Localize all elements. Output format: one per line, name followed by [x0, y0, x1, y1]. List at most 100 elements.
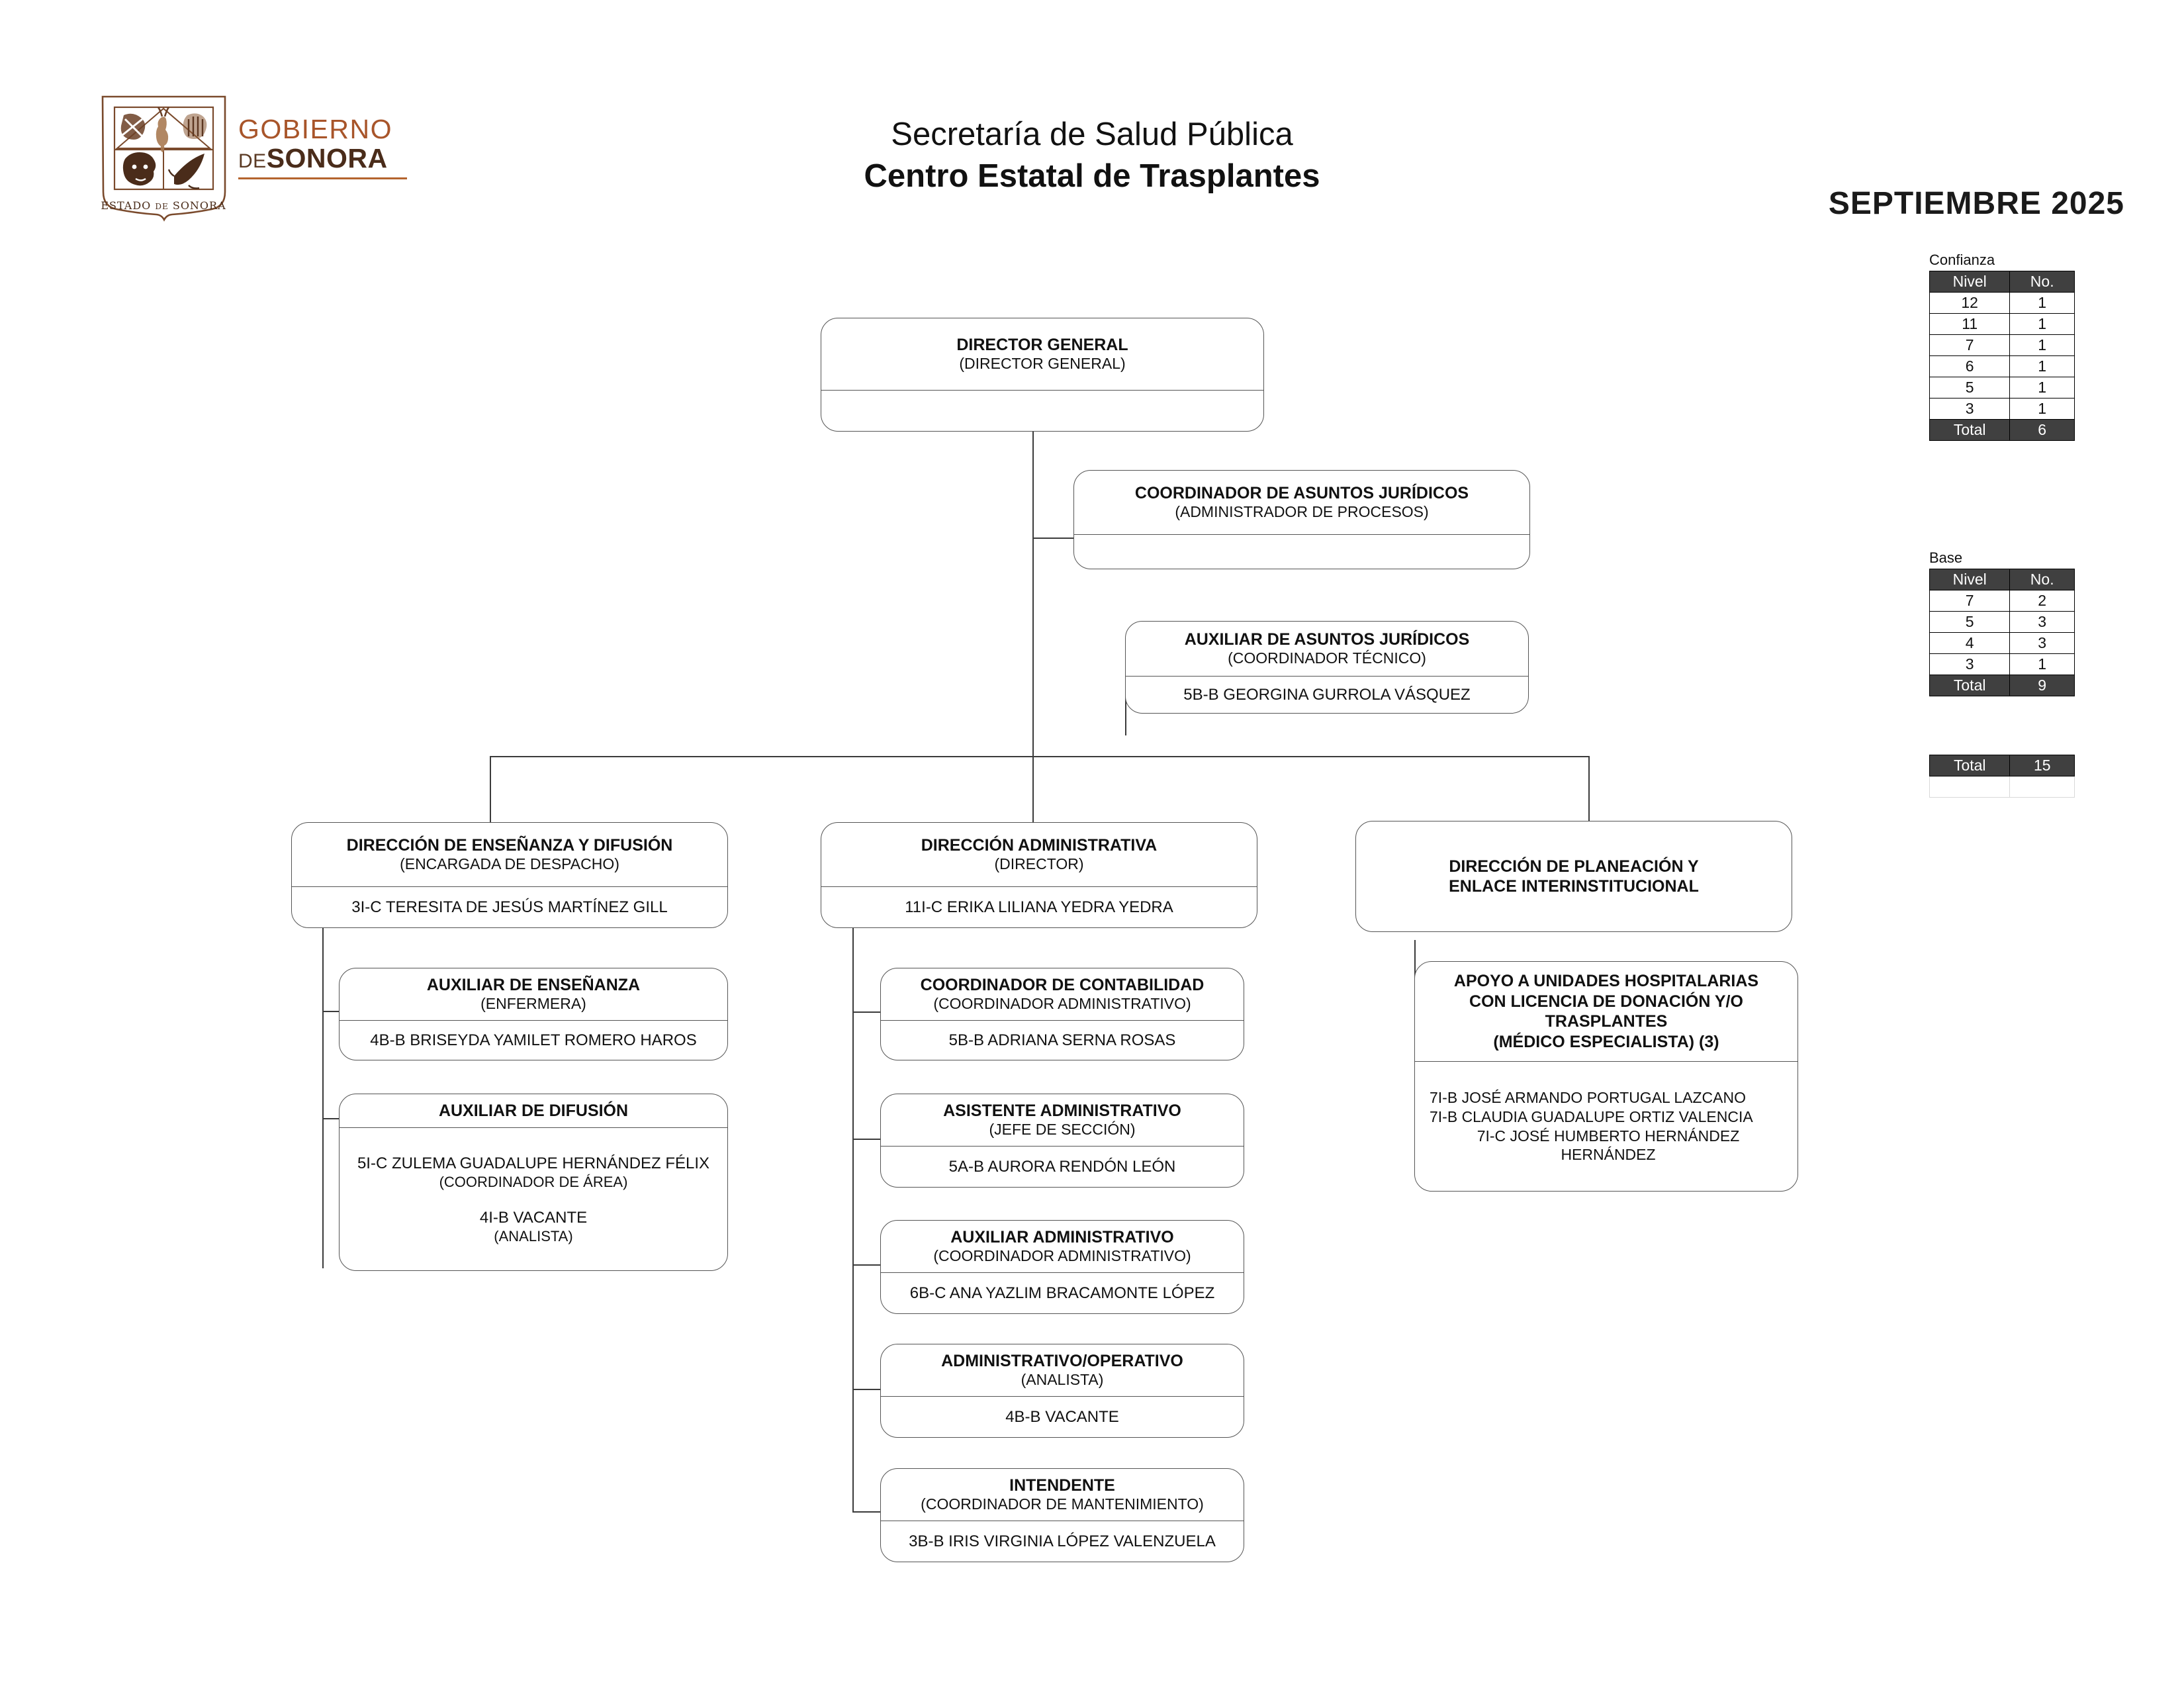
node-subtitle: (ENFERMERA) [480, 995, 586, 1013]
node-name-block [1074, 534, 1529, 569]
node-title-line1: APOYO A UNIDADES HOSPITALARIAS [1453, 972, 1759, 990]
node-direccion-ensenanza-difusion[interactable]: DIRECCIÓN DE ENSEÑANZA Y DIFUSIÓN (ENCAR… [291, 822, 728, 928]
column-header-nivel: Nivel [1929, 569, 2011, 590]
node-title: AUXILIAR DE DIFUSIÓN [438, 1102, 629, 1120]
node-director-general[interactable]: DIRECTOR GENERAL (DIRECTOR GENERAL) [821, 318, 1264, 432]
logo-de-text: DE [238, 150, 267, 172]
cell-total-label: Total [1929, 419, 2011, 441]
node-auxiliar-ensenanza[interactable]: AUXILIAR DE ENSEÑANZA (ENFERMERA) 4B-B B… [339, 968, 728, 1060]
cell-total-label: Total [1929, 755, 2011, 776]
node-title-line2: ENLACE INTERINSTITUCIONAL [1449, 877, 1699, 896]
node-title-block: AUXILIAR ADMINISTRATIVO (COORDINADOR ADM… [881, 1221, 1244, 1272]
node-title-block: DIRECTOR GENERAL (DIRECTOR GENERAL) [821, 318, 1263, 390]
table-total-row: Total 15 [1929, 755, 2075, 776]
connector-drop-ensenanza [490, 756, 491, 829]
connector-dg-to-juridicos [1032, 538, 1099, 539]
node-title: DIRECCIÓN DE ENSEÑANZA Y DIFUSIÓN [346, 836, 673, 855]
node-subtitle: (COORDINADOR ADMINISTRATIVO) [933, 1247, 1191, 1265]
node-intendente[interactable]: INTENDENTE (COORDINADOR DE MANTENIMIENTO… [880, 1468, 1244, 1562]
column-header-nivel: Nivel [1929, 271, 2011, 293]
node-title: INTENDENTE [1009, 1476, 1115, 1495]
node-subtitle: (DIRECTOR) [994, 855, 1084, 873]
node-auxiliar-difusion[interactable]: AUXILIAR DE DIFUSIÓN 5I-C ZULEMA GUADALU… [339, 1094, 728, 1271]
cell-nivel: 3 [1929, 398, 2011, 420]
connector-dg-stem [1032, 432, 1034, 757]
connector-drop-administrativa [1032, 756, 1034, 829]
node-subtitle: (COORDINADOR ADMINISTRATIVO) [933, 995, 1191, 1013]
cell-nivel: 5 [1929, 377, 2011, 399]
cell-no: 1 [2009, 398, 2075, 420]
node-asistente-administrativo[interactable]: ASISTENTE ADMINISTRATIVO (JEFE DE SECCIÓ… [880, 1094, 1244, 1188]
node-name-block: 5A-B AURORA RENDÓN LEÓN [881, 1146, 1244, 1187]
node-subtitle: (ADMINISTRADOR DE PROCESOS) [1175, 503, 1429, 521]
node-name: 5B-B GEORGINA GURROLA VÁSQUEZ [1183, 685, 1471, 704]
connector-ensenanza-stem [322, 924, 324, 1268]
node-title-block: COORDINADOR DE CONTABILIDAD (COORDINADOR… [881, 968, 1244, 1020]
cell-nivel: 4 [1929, 632, 2011, 654]
node-auxiliar-administrativo[interactable]: AUXILIAR ADMINISTRATIVO (COORDINADOR ADM… [880, 1220, 1244, 1314]
cell-nivel: 7 [1929, 590, 2011, 612]
node-direccion-administrativa[interactable]: DIRECCIÓN ADMINISTRATIVA (DIRECTOR) 11I-… [821, 822, 1257, 928]
node-name-block: 11I-C ERIKA LILIANA YEDRA YEDRA [821, 886, 1257, 927]
cell-nivel: 7 [1929, 334, 2011, 356]
connector-drop-planeacion [1588, 756, 1590, 829]
node-subtitle: (DIRECTOR GENERAL) [959, 355, 1126, 373]
sonora-crest-icon: ESTADO DE SONORA [101, 95, 226, 222]
node-name: 4B-B VACANTE [1005, 1407, 1119, 1426]
node-coordinador-contabilidad[interactable]: COORDINADOR DE CONTABILIDAD (COORDINADOR… [880, 968, 1244, 1060]
node-name-1-subtitle: (COORDINADOR DE ÁREA) [439, 1173, 628, 1190]
node-subtitle: (ENCARGADA DE DESPACHO) [400, 855, 619, 873]
logo-sonora-text: SONORA [266, 143, 388, 173]
cell-no: 3 [2009, 632, 2075, 654]
node-subtitle: (COORDINADOR TÉCNICO) [1228, 649, 1426, 667]
node-title: ADMINISTRATIVO/OPERATIVO [941, 1352, 1183, 1371]
node-name-block: 3I-C TERESITA DE JESÚS MARTÍNEZ GILL [292, 886, 727, 927]
column-header-no: No. [2009, 569, 2075, 590]
node-name-block: 3B-B IRIS VIRGINIA LÓPEZ VALENZUELA [881, 1521, 1244, 1562]
cell-no: 1 [2009, 313, 2075, 335]
node-title-block: AUXILIAR DE ENSEÑANZA (ENFERMERA) [340, 968, 727, 1020]
node-name-block: 5I-C ZULEMA GUADALUPE HERNÁNDEZ FÉLIX (C… [340, 1127, 727, 1270]
connector-directions-bus [490, 756, 1588, 757]
logo-divider [238, 177, 407, 179]
node-name-1: 5I-C ZULEMA GUADALUPE HERNÁNDEZ FÉLIX [357, 1154, 710, 1172]
connector-administrativa-stem [852, 924, 854, 1512]
node-auxiliar-asuntos-juridicos[interactable]: AUXILIAR DE ASUNTOS JURÍDICOS (COORDINAD… [1125, 621, 1529, 714]
cell-nivel: 12 [1929, 292, 2011, 314]
legend-grand-total: Total 15 [1929, 755, 2075, 798]
node-subtitle: (MÉDICO ESPECIALISTA) (3) [1493, 1032, 1719, 1051]
node-name-2-subtitle: (ANALISTA) [494, 1227, 573, 1244]
node-name-block: 7I-B JOSÉ ARMANDO PORTUGAL LAZCANO 7I-B … [1415, 1061, 1797, 1191]
node-title-block: DIRECCIÓN ADMINISTRATIVA (DIRECTOR) [821, 823, 1257, 886]
cell-no: 1 [2009, 355, 2075, 377]
column-header-no: No. [2009, 271, 2075, 293]
legend-base-caption: Base [1929, 549, 1963, 566]
node-title: AUXILIAR DE ASUNTOS JURÍDICOS [1184, 630, 1470, 649]
node-title-block: APOYO A UNIDADES HOSPITALARIAS CON LICEN… [1415, 962, 1797, 1061]
page-title-secretaria: Secretaría de Salud Pública [891, 117, 1293, 152]
cell-no: 1 [2009, 653, 2075, 675]
node-apoyo-unidades-hospitalarias[interactable]: APOYO A UNIDADES HOSPITALARIAS CON LICEN… [1414, 961, 1798, 1192]
cell-no: 3 [2009, 611, 2075, 633]
cell-nivel: 3 [1929, 653, 2011, 675]
node-direccion-planeacion-enlace[interactable]: DIRECCIÓN DE PLANEACIÓN Y ENLACE INTERIN… [1355, 821, 1792, 932]
node-administrativo-operativo[interactable]: ADMINISTRATIVO/OPERATIVO (ANALISTA) 4B-B… [880, 1344, 1244, 1438]
node-title-line1: DIRECCIÓN DE PLANEACIÓN Y [1449, 857, 1699, 876]
node-name-3: 7I-C JOSÉ HUMBERTO HERNÁNDEZ HERNÁNDEZ [1477, 1127, 1740, 1164]
cell-total-value: 15 [2009, 755, 2075, 776]
node-title-line2: CON LICENCIA DE DONACIÓN Y/O [1469, 992, 1743, 1011]
gobierno-de-sonora-logo: ESTADO DE SONORA GOBIERNO DESONORA [96, 93, 407, 225]
node-title-block: AUXILIAR DE ASUNTOS JURÍDICOS (COORDINAD… [1126, 622, 1528, 676]
node-coordinador-asuntos-juridicos[interactable]: COORDINADOR DE ASUNTOS JURÍDICOS (ADMINI… [1073, 470, 1530, 569]
table-header-row: Nivel No. [1929, 569, 2075, 590]
node-title-block: COORDINADOR DE ASUNTOS JURÍDICOS (ADMINI… [1074, 471, 1529, 534]
